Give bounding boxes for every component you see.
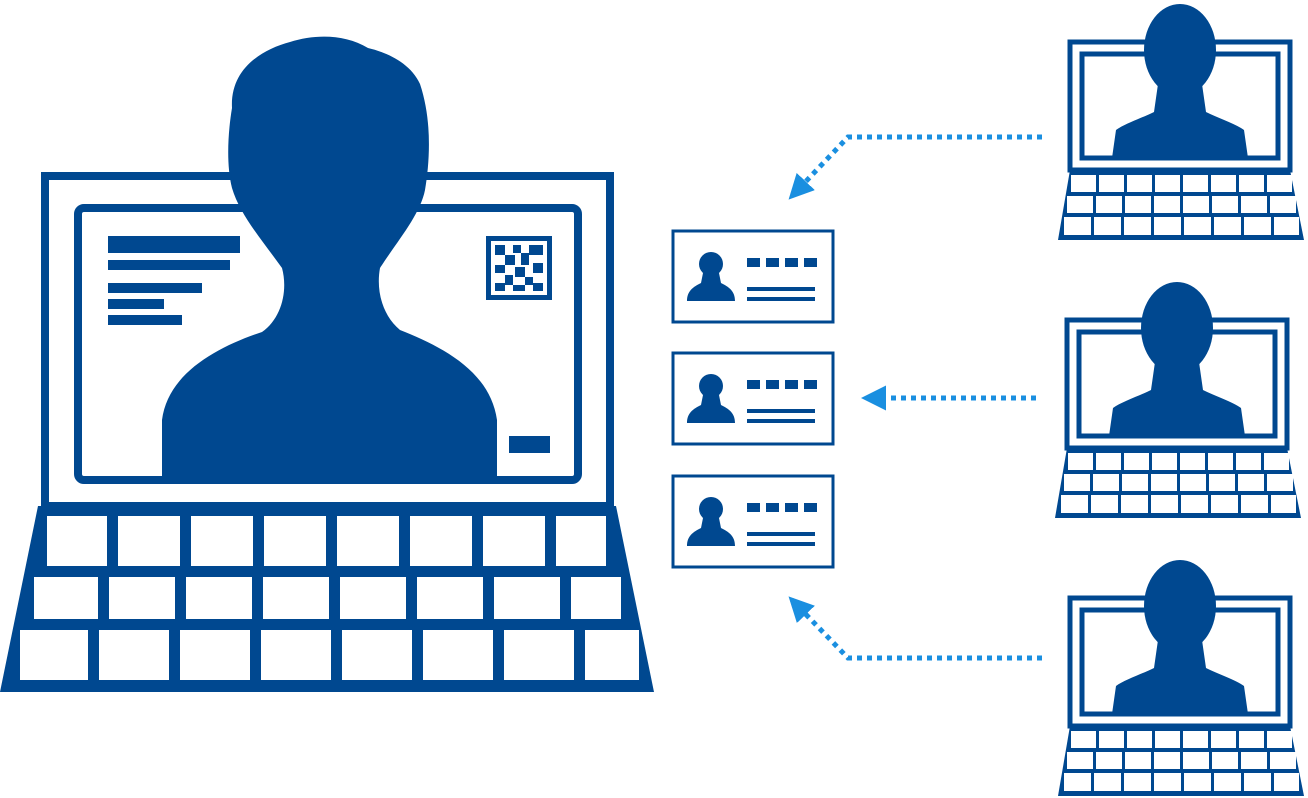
slide-button-shape — [509, 436, 550, 453]
business-card-icon — [671, 474, 835, 569]
participant-laptop-icon — [1055, 282, 1301, 518]
dotted-arrow-icon — [788, 134, 1042, 200]
slide-text-lines — [108, 236, 240, 325]
participant-laptop-icon — [1058, 560, 1304, 796]
participant-laptop-icon — [1058, 4, 1304, 240]
qr-code-icon — [486, 236, 552, 300]
dotted-arrow-icon — [788, 596, 1042, 661]
presenter-laptop-icon — [0, 36, 654, 692]
keyboard-keys — [20, 516, 639, 680]
business-card-icon — [671, 351, 835, 446]
presenter-person-icon — [162, 36, 497, 478]
business-card-icon — [671, 229, 835, 324]
